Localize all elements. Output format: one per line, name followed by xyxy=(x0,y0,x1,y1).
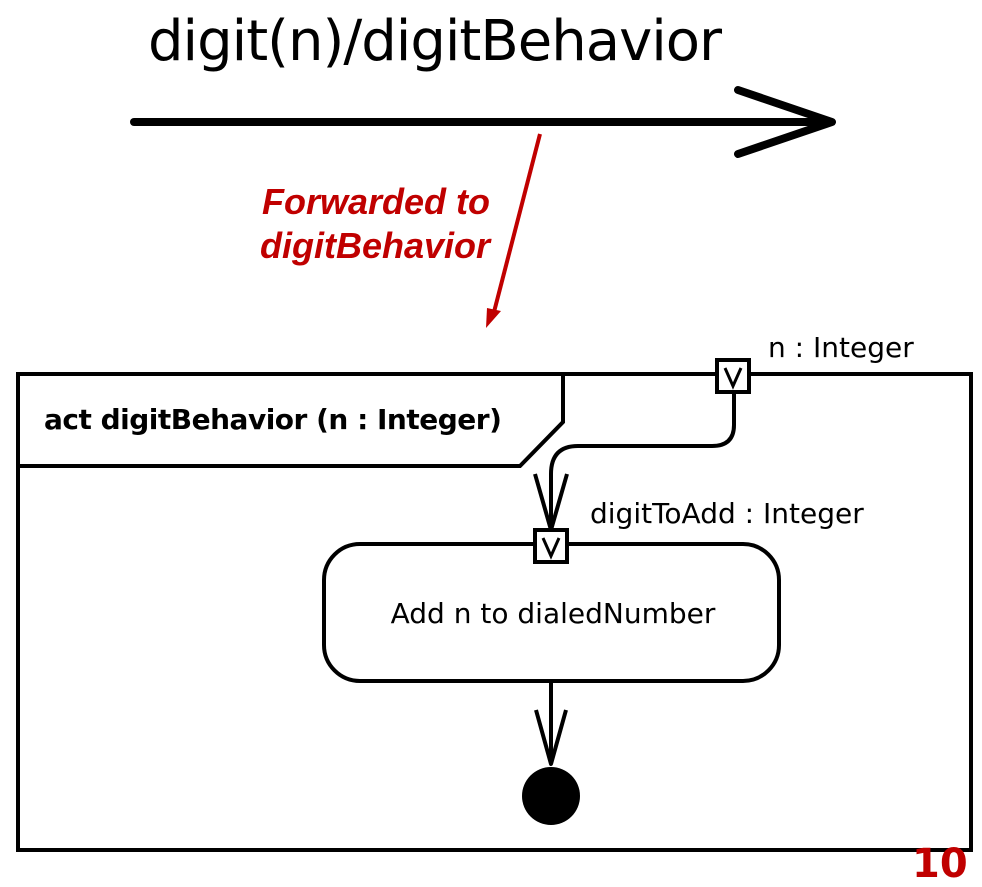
forwarding-note: Forwarded to digitBehavior xyxy=(200,180,490,268)
action-label: Add n to dialedNumber xyxy=(390,597,716,630)
input-pin xyxy=(533,528,569,564)
transition-label: digit(n)/digitBehavior xyxy=(148,9,722,74)
page-number: 10 xyxy=(912,841,968,887)
input-pin-label: digitToAdd : Integer xyxy=(590,497,864,530)
parameter-label: n : Integer xyxy=(768,331,914,364)
activity-frame-title: act digitBehavior (n : Integer) xyxy=(44,403,502,436)
activity-frame xyxy=(16,372,973,852)
diagram-canvas xyxy=(16,86,973,852)
forwarding-note-line-1: Forwarded to xyxy=(261,181,490,222)
activity-final-node xyxy=(522,767,580,825)
parameter-node xyxy=(715,358,751,394)
forward-arrow xyxy=(486,133,542,328)
frame-title-tab xyxy=(18,374,565,468)
forwarding-note-line-2: digitBehavior xyxy=(259,225,490,266)
control-flow-edge xyxy=(534,683,568,766)
transition-arrow xyxy=(130,86,836,158)
